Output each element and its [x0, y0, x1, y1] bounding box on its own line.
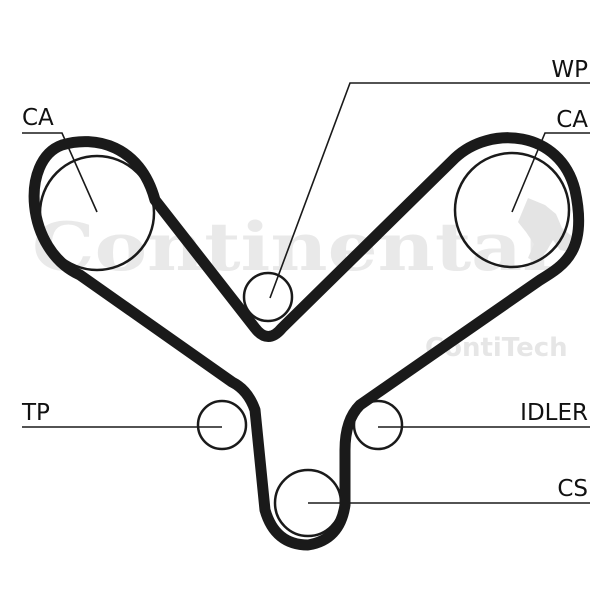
leader-wp: [269, 82, 590, 299]
watermark: Continental ContiTech: [32, 198, 574, 363]
horse-logo-icon: [518, 198, 574, 262]
watermark-brand: Continental: [32, 208, 552, 286]
label-idler: IDLER: [520, 400, 588, 426]
leader-ca-right: [511, 132, 590, 213]
label-tp: TP: [21, 400, 50, 426]
label-ca-left: CA: [22, 105, 54, 131]
leader-ca-left: [22, 132, 98, 213]
label-cs: CS: [557, 476, 588, 502]
labels: WP CA CA TP IDLER CS: [21, 57, 588, 502]
pulleys: [38, 151, 571, 538]
label-ca-right: CA: [556, 107, 588, 133]
camshaft-pulley-right: [453, 151, 571, 269]
label-wp: WP: [551, 57, 588, 83]
water-pump-pulley: [242, 271, 294, 323]
tensioner-pulley: [196, 399, 248, 451]
timing-belt: [28, 132, 585, 551]
leader-lines: [22, 82, 590, 504]
camshaft-pulley-left: [38, 154, 156, 272]
idler-pulley: [352, 399, 404, 451]
